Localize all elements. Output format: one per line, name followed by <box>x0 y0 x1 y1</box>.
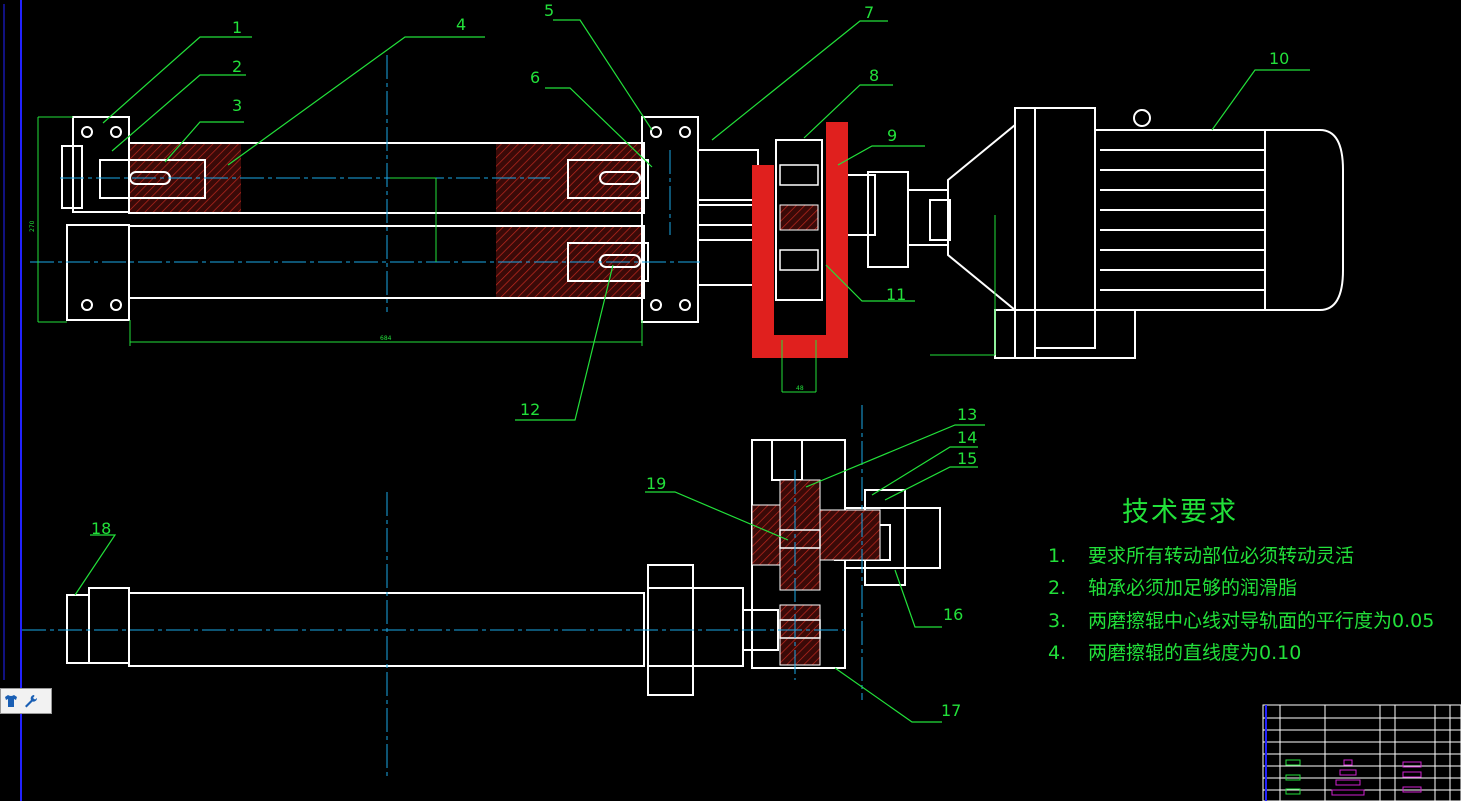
dim-overall-length: 684 <box>380 335 392 342</box>
callout-7: 7 <box>864 3 874 22</box>
title-block-marks <box>1285 759 1422 796</box>
floating-toolbar <box>0 688 52 714</box>
bottom-gearbox-section <box>751 479 881 666</box>
callout-10: 10 <box>1269 49 1289 68</box>
requirement-item-4: 4. 两磨擦辊的直线度为0.10 <box>1048 638 1301 665</box>
shirt-icon[interactable] <box>3 693 19 709</box>
callout-12: 12 <box>520 400 540 419</box>
requirement-number: 2. <box>1048 577 1067 599</box>
callout-19: 19 <box>646 474 666 493</box>
callout-16: 16 <box>943 605 963 624</box>
title-block <box>1262 704 1461 801</box>
callout-14: 14 <box>957 428 977 447</box>
callout-2: 2 <box>232 57 242 76</box>
dim-left-height: 270 <box>29 220 36 232</box>
requirement-item-2: 2. 轴承必须加足够的润滑脂 <box>1048 573 1297 600</box>
callout-6: 6 <box>530 68 540 87</box>
centerlines-bottom <box>22 405 863 780</box>
callout-3: 3 <box>232 96 242 115</box>
callout-8: 8 <box>869 66 879 85</box>
callout-18: 18 <box>91 519 111 538</box>
callout-15: 15 <box>957 449 977 468</box>
requirement-text: 两磨擦辊的直线度为0.10 <box>1088 642 1302 664</box>
callout-11: 11 <box>886 285 906 304</box>
requirement-number: 3. <box>1048 610 1067 632</box>
requirement-text: 要求所有转动部位必须转动灵活 <box>1088 545 1355 567</box>
callout-13: 13 <box>957 405 977 424</box>
callout-17: 17 <box>941 701 961 720</box>
dimension-lines <box>37 116 996 393</box>
requirements-title: 技术要求 <box>1122 497 1238 528</box>
dim-gear-width: 48 <box>796 385 804 392</box>
requirement-number: 1. <box>1048 545 1067 567</box>
requirement-text: 两磨擦辊中心线对导轨面的平行度为0.05 <box>1088 610 1435 632</box>
requirement-text: 轴承必须加足够的润滑脂 <box>1088 577 1298 599</box>
gearbox-section <box>752 122 848 358</box>
requirement-number: 4. <box>1048 642 1067 664</box>
requirement-item-3: 3. 两磨擦辊中心线对导轨面的平行度为0.05 <box>1048 606 1434 633</box>
callout-labels: 1 2 3 4 5 6 7 8 9 10 11 12 13 14 15 16 1… <box>91 1 1289 720</box>
callout-1: 1 <box>232 18 242 37</box>
leader-lines <box>74 19 1310 723</box>
callout-4: 4 <box>456 15 466 34</box>
requirement-item-1: 1. 要求所有转动部位必须转动灵活 <box>1048 541 1354 568</box>
callout-5: 5 <box>544 1 554 20</box>
centerlines-top <box>30 55 700 312</box>
wrench-icon[interactable] <box>23 693 39 709</box>
callout-9: 9 <box>887 126 897 145</box>
